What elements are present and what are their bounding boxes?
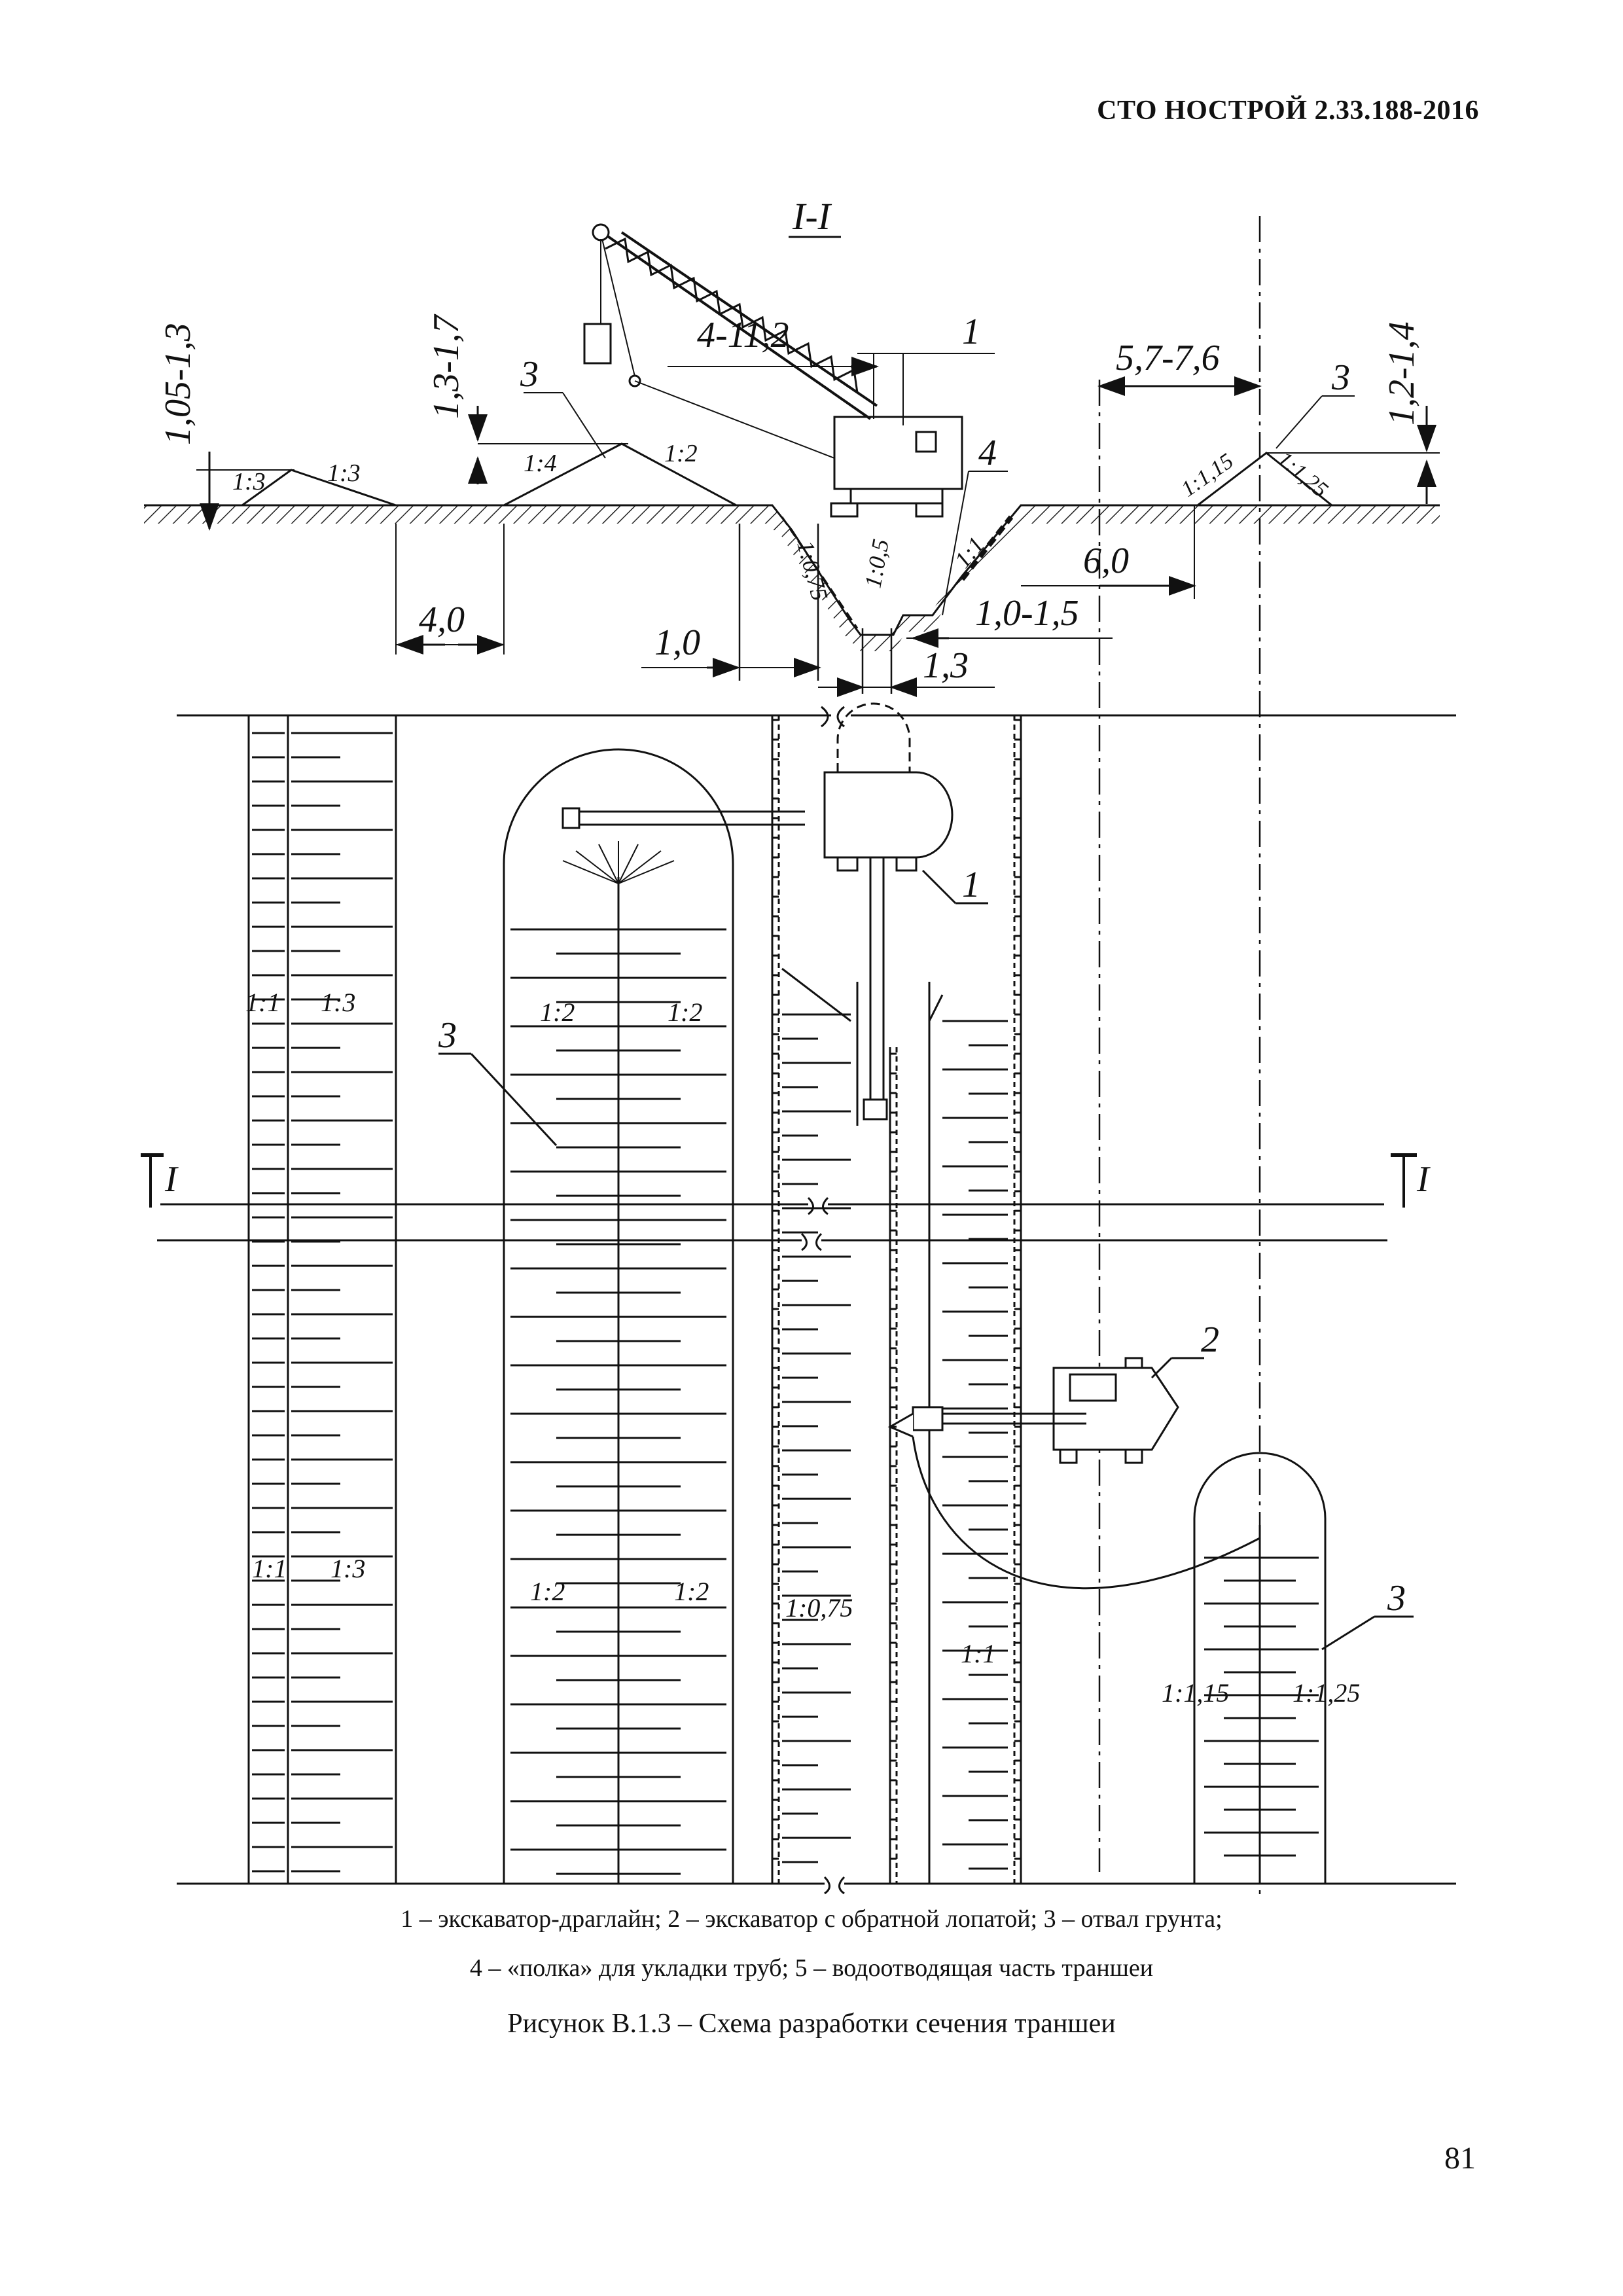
slope-hatch-ticks [252,719,1319,1875]
slope-label: 1:0,75 [792,538,833,603]
dim-edge-gap: 1,0 [654,622,700,663]
dim-bottom-width: 1,3 [923,645,969,686]
legend-line-1: 1 – экскаватор-драглайн; 2 – экскаватор … [401,1905,1222,1933]
dragline-excavator-icon [583,223,963,518]
slope-label: 1:3 [232,468,266,495]
ground-hatch [144,505,1440,651]
slope-label: 1:1 [252,1554,287,1583]
cross-section-view: I-I [144,195,1440,1898]
slope-label: 1:1 [961,1639,995,1668]
dragline-plan-icon [562,702,954,1121]
plan-view: I I [141,702,1456,1895]
figure-title: Рисунок В.1.3 – Схема разработки сечения… [507,2009,1116,2039]
slope-label: 1:2 [530,1577,565,1606]
page-number: 81 [1444,2141,1476,2176]
callout-3: 3 [438,1015,457,1056]
slope-label: 1:3 [327,459,361,487]
slope-label: 1:0,5 [859,537,893,590]
slope-label: 1:1 [245,988,280,1017]
slope-label: 1:0,75 [785,1593,853,1623]
dim-left-height: 1,05-1,3 [158,323,198,445]
trench-scheme-drawing: I-I [141,195,1456,1898]
dim-mid-height: 1,3-1,7 [426,314,467,419]
callout-1: 1 [962,312,980,352]
ground-line [144,504,1440,636]
dim-berm-width: 1,0-1,5 [975,593,1079,634]
backhoe-excavator-icon [887,1357,1260,1590]
callout-4: 4 [978,433,997,473]
slope-label: 1:1,15 [1162,1678,1229,1708]
cut-marker-left: I [164,1159,179,1200]
dim-right-span: 5,7-7,6 [1116,338,1220,378]
legend-line-2: 4 – «полка» для укладки труб; 5 – водоот… [469,1954,1154,1982]
slope-label: 1:3 [330,1554,365,1583]
callout-2: 2 [1201,1319,1219,1360]
slope-label: 1:1,15 [1177,449,1238,502]
dim-right-spoil-offset: 6,0 [1083,541,1129,581]
dim-boom-reach: 4-11,2 [697,315,789,355]
dim-right-height: 1,2-1,4 [1382,321,1422,425]
slope-label: 1:3 [321,988,355,1017]
slope-label: 1:1,25 [1273,447,1332,503]
slope-label: 1:2 [664,440,698,467]
callout-3: 3 [1387,1578,1406,1619]
callout-3: 3 [1331,357,1350,398]
callout-1: 1 [962,865,980,905]
dim-spoil-gap: 4,0 [419,600,465,640]
section-label: I-I [792,195,832,238]
document-code: СТО НОСТРОЙ 2.33.188-2016 [1097,96,1479,126]
cut-marker-right: I [1416,1159,1431,1200]
callout-3: 3 [520,354,539,395]
slope-label: 1:1,25 [1293,1678,1360,1708]
slope-label: 1:2 [674,1577,709,1606]
slope-label: 1:1 [949,532,989,573]
slope-label: 1:4 [524,450,557,477]
